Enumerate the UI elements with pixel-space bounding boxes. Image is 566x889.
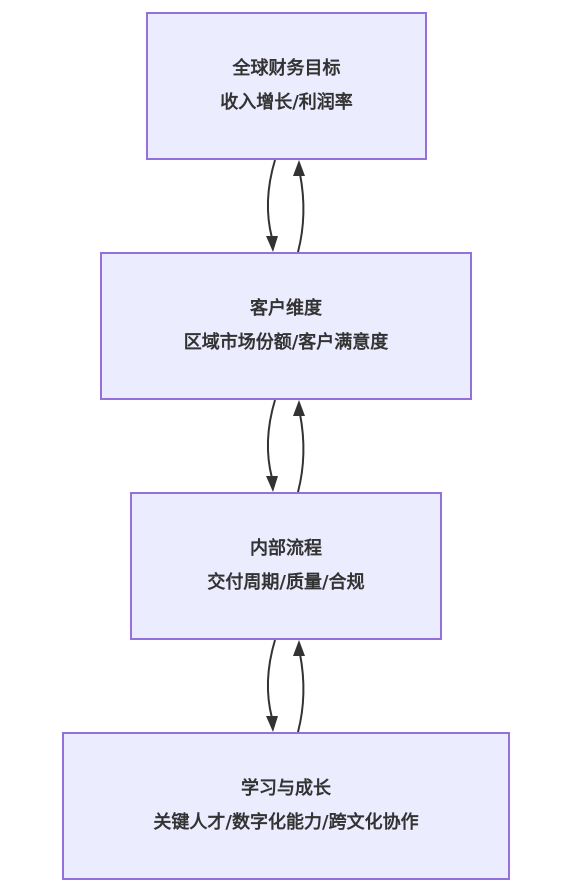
- edge-up-3-2: [297, 413, 305, 493]
- node-internal-process: 内部流程 交付周期/质量/合规: [130, 492, 442, 640]
- arrowhead-down-3-4: [266, 716, 278, 732]
- node-title: 客户维度: [250, 298, 322, 319]
- edge-down-3-4: [266, 639, 276, 719]
- node-title: 学习与成长: [241, 778, 331, 799]
- arrowhead-up-2-1: [293, 160, 305, 176]
- node-customer-dimension: 客户维度 区域市场份额/客户满意度: [100, 252, 472, 400]
- node-title: 全球财务目标: [232, 58, 341, 79]
- edge-down-1-2: [266, 159, 276, 239]
- node-subtitle: 区域市场份额/客户满意度: [183, 332, 389, 353]
- node-title: 内部流程: [250, 538, 322, 559]
- node-subtitle: 收入增长/利润率: [220, 92, 353, 113]
- arrowhead-up-4-3: [293, 640, 305, 656]
- edge-down-2-3: [266, 399, 276, 479]
- arrowhead-down-1-2: [266, 236, 278, 252]
- node-subtitle: 关键人才/数字化能力/跨文化协作: [153, 812, 419, 833]
- edge-up-2-1: [297, 173, 305, 253]
- arrowhead-down-2-3: [266, 476, 278, 492]
- node-subtitle: 交付周期/质量/合规: [207, 572, 365, 593]
- node-financial-goals: 全球财务目标 收入增长/利润率: [146, 12, 427, 160]
- node-learning-growth: 学习与成长 关键人才/数字化能力/跨文化协作: [62, 732, 510, 880]
- edge-up-4-3: [297, 653, 305, 733]
- arrowhead-up-3-2: [293, 400, 305, 416]
